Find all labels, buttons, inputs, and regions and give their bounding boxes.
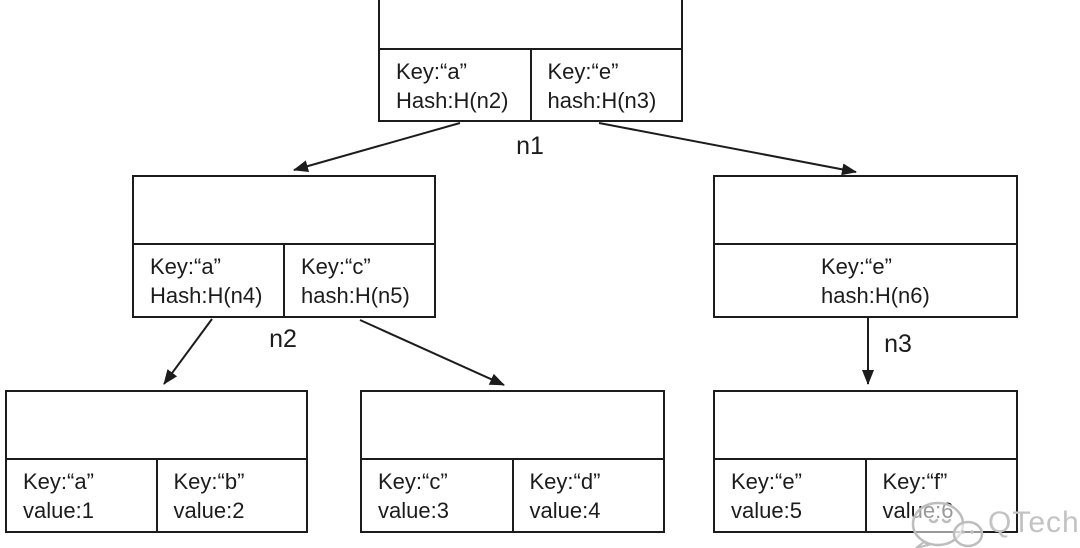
entry-key: Key:“e” — [547, 59, 619, 84]
node-n1-entry-0: Key:“a” Hash:H(n2) — [380, 50, 530, 120]
entry-key: Key:“e” — [821, 254, 892, 279]
node-n3-pointer-row — [715, 177, 1016, 245]
leaf-ef-pointer-row — [715, 392, 1016, 460]
entry-value: value:4 — [529, 498, 601, 523]
node-n3-entries: Key:“e” hash:H(n6) — [715, 245, 1016, 316]
entry-hash: Hash:H(n2) — [396, 88, 509, 113]
node-n2-entry-1: Key:“c” hash:H(n5) — [283, 245, 434, 316]
leaf-cd-entry-1: Key:“d” value:4 — [511, 460, 664, 531]
leaf-cd-entry-0: Key:“c” value:3 — [362, 460, 512, 531]
entry-key: Key:“d” — [529, 469, 601, 494]
node-n2-entries: Key:“a” Hash:H(n4) Key:“c” hash:H(n5) — [134, 245, 434, 316]
edge-n2-to-leaf-ab — [163, 318, 213, 385]
tree-node-n1: Key:“a” Hash:H(n2) Key:“e” hash:H(n3) — [378, 0, 683, 122]
node-n2-pointer-row — [134, 177, 434, 245]
entry-value: value:5 — [731, 498, 802, 523]
node-n3-label: n3 — [884, 330, 912, 358]
tree-leaf-ef: Key:“e” value:5 Key:“f” value:6 — [713, 390, 1018, 533]
tree-node-n3: Key:“e” hash:H(n6) — [713, 175, 1018, 318]
node-n2-entry-0: Key:“a” Hash:H(n4) — [134, 245, 283, 316]
leaf-cd-pointer-row — [362, 392, 663, 460]
entry-key: Key:“a” — [23, 469, 94, 494]
node-n3-entry-0: Key:“e” hash:H(n6) — [715, 245, 1016, 316]
node-n1-entries: Key:“a” Hash:H(n2) Key:“e” hash:H(n3) — [380, 50, 681, 120]
edge-n2-to-leaf-cd — [359, 319, 505, 386]
leaf-ab-pointer-row — [7, 392, 306, 460]
node-n1-pointer-row — [380, 0, 681, 50]
entry-hash: hash:H(n5) — [301, 283, 410, 308]
leaf-ab-entry-1: Key:“b” value:2 — [155, 460, 307, 531]
entry-value: value:3 — [378, 498, 449, 523]
tree-leaf-cd: Key:“c” value:3 Key:“d” value:4 — [360, 390, 665, 533]
entry-hash: hash:H(n3) — [547, 88, 657, 113]
entry-hash: Hash:H(n4) — [150, 283, 263, 308]
node-n2-label: n2 — [269, 325, 297, 353]
entry-key: Key:“a” — [150, 254, 221, 279]
entry-hash: hash:H(n6) — [821, 283, 930, 308]
entry-key: Key:“b” — [173, 469, 245, 494]
node-n1-label: n1 — [516, 132, 544, 160]
leaf-cd-entries: Key:“c” value:3 Key:“d” value:4 — [362, 460, 663, 531]
edge-n1-to-n3 — [598, 122, 857, 176]
entry-key: Key:“c” — [378, 469, 448, 494]
tree-leaf-ab: Key:“a” value:1 Key:“b” value:2 — [5, 390, 308, 533]
entry-value: value:1 — [23, 498, 94, 523]
watermark-text: QTech — [988, 505, 1080, 539]
entry-key: Key:“c” — [301, 254, 371, 279]
tree-node-n2: Key:“a” Hash:H(n4) Key:“c” hash:H(n5) — [132, 175, 436, 318]
entry-value: value:2 — [173, 498, 245, 523]
edge-n1-to-n2 — [293, 122, 461, 172]
leaf-ab-entries: Key:“a” value:1 Key:“b” value:2 — [7, 460, 306, 531]
watermark: QTech — [906, 497, 1080, 548]
leaf-ef-entry-0: Key:“e” value:5 — [715, 460, 865, 531]
entry-key: Key:“a” — [396, 59, 467, 84]
node-n1-entry-1: Key:“e” hash:H(n3) — [529, 50, 682, 120]
entry-key: Key:“f” — [882, 469, 948, 494]
entry-key: Key:“e” — [731, 469, 802, 494]
leaf-ab-entry-0: Key:“a” value:1 — [7, 460, 156, 531]
wechat-icon — [911, 501, 984, 548]
